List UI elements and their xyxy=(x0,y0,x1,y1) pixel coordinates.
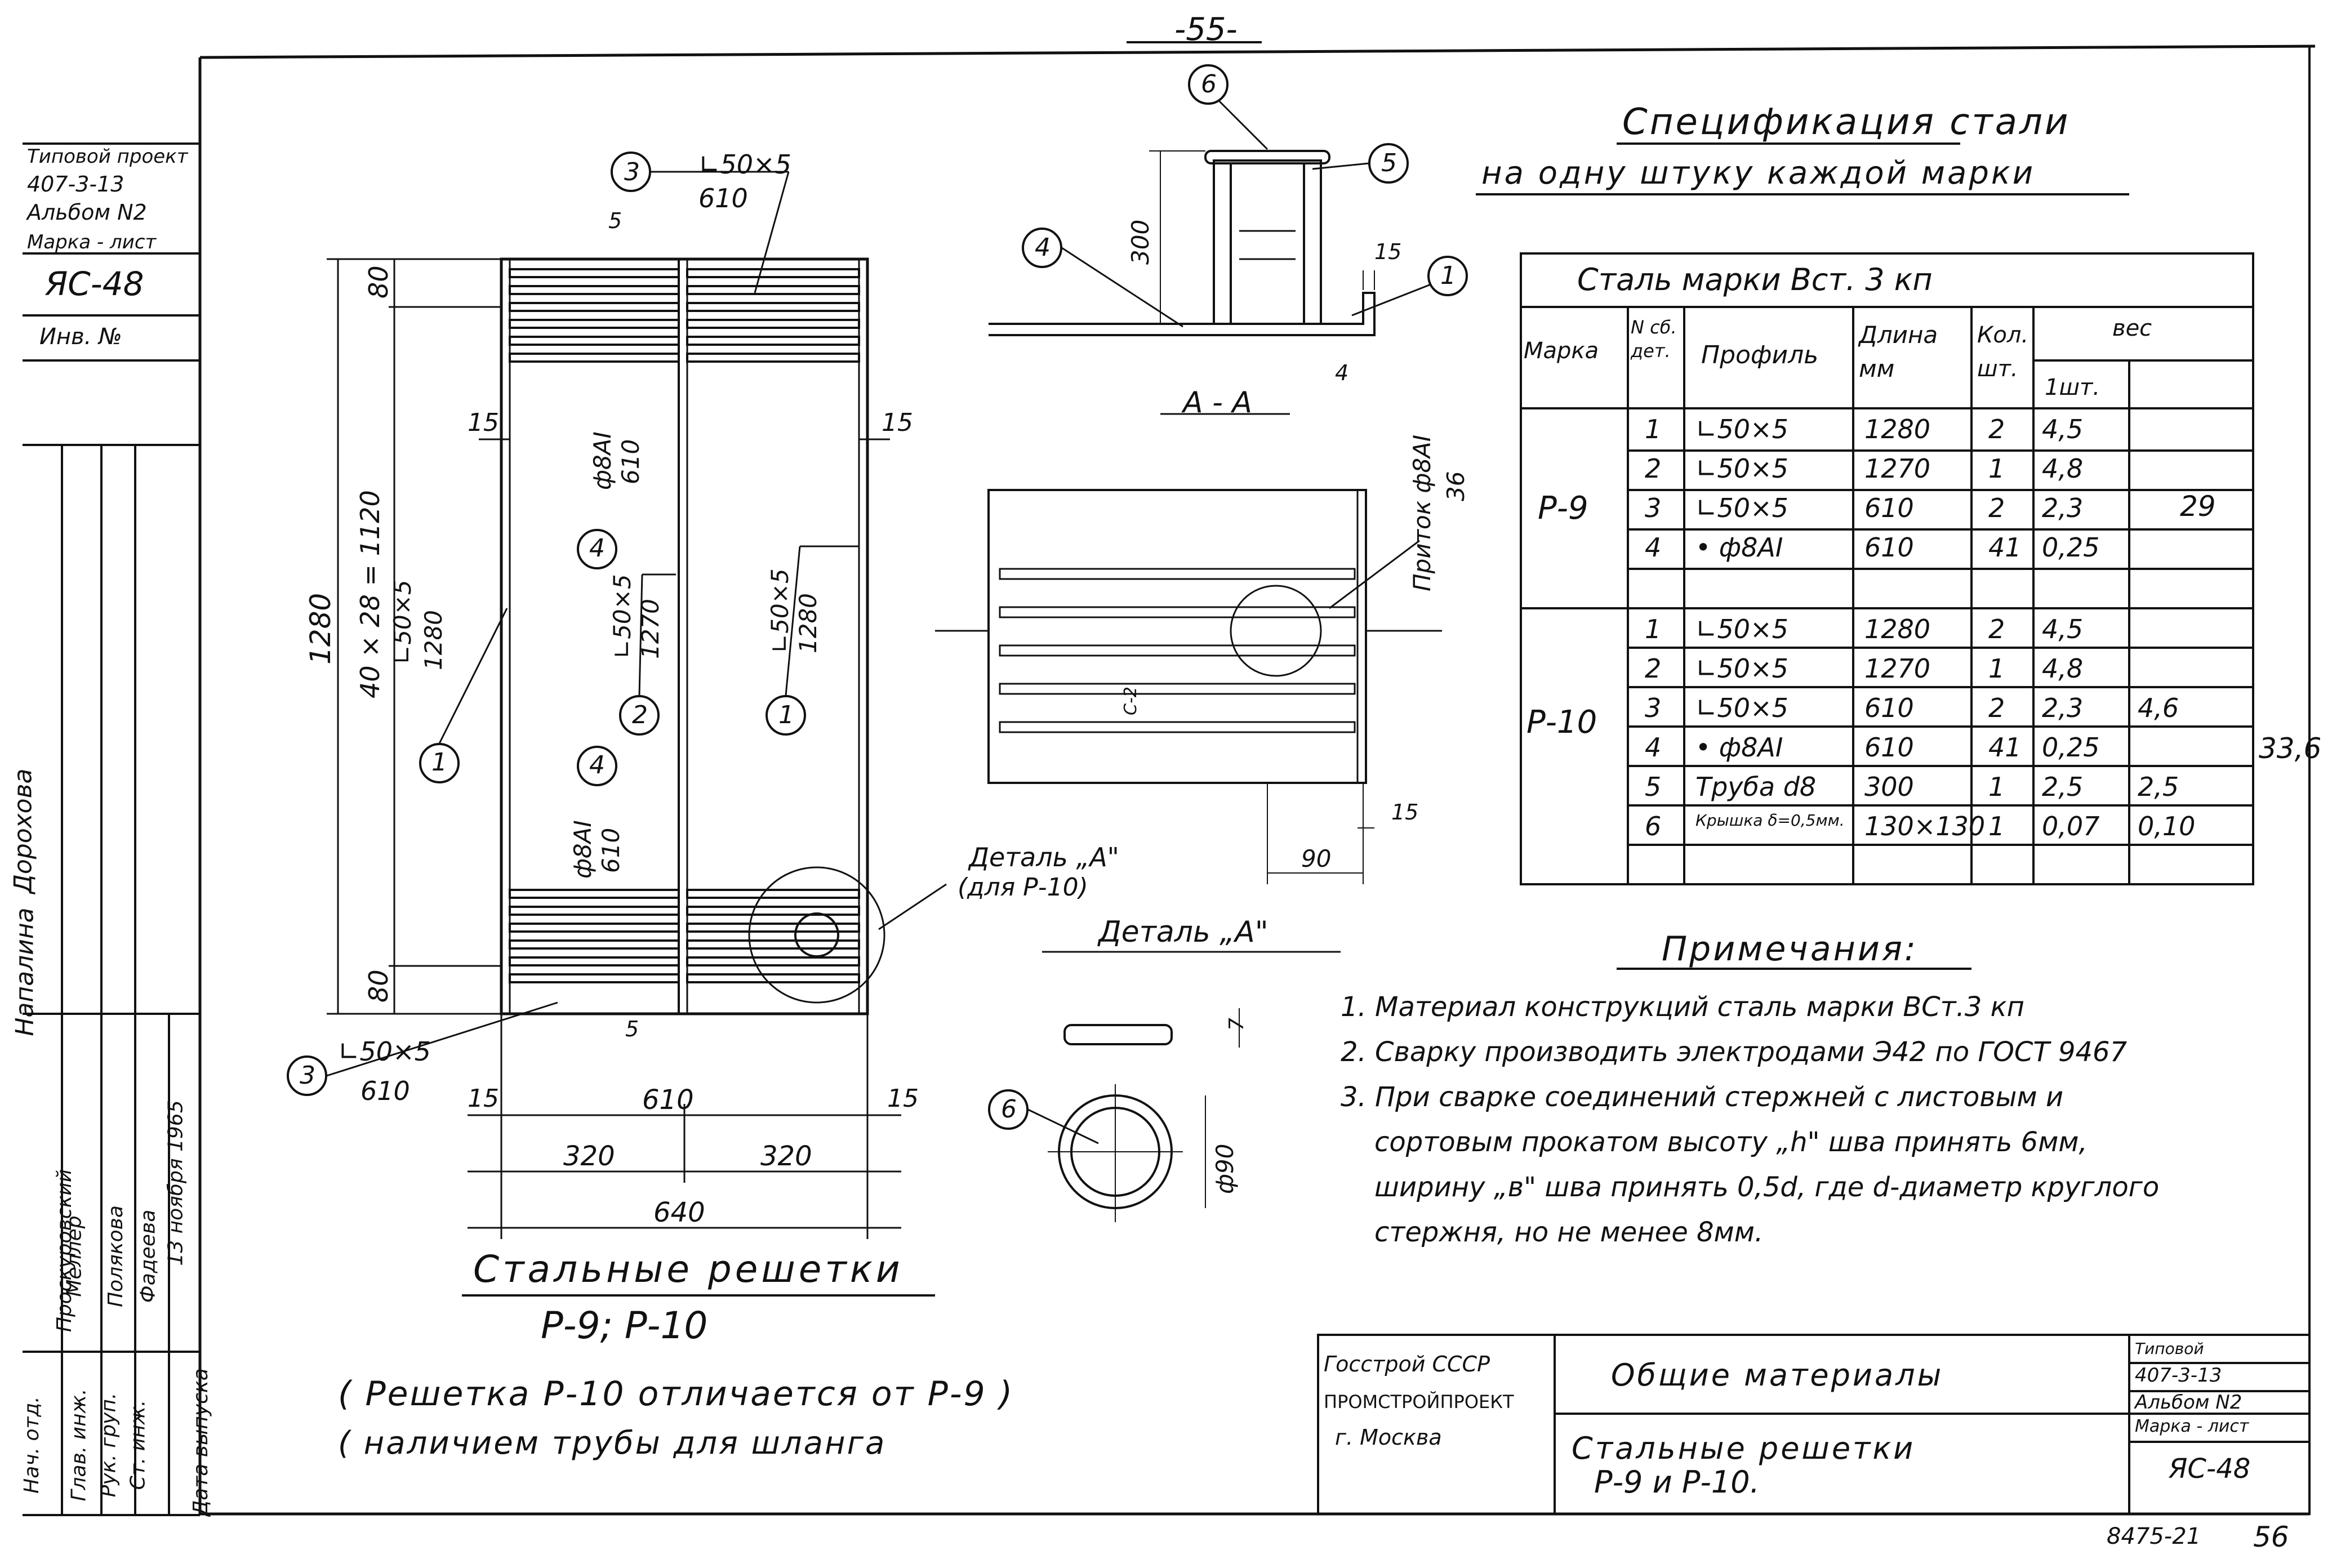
grating-bar xyxy=(509,302,680,312)
grating-bar xyxy=(509,906,680,916)
title-underlines xyxy=(462,142,2129,1297)
grating-bar xyxy=(509,889,680,899)
plan-bar xyxy=(999,644,1356,657)
grating-bar xyxy=(686,319,860,329)
grating-bar xyxy=(509,973,680,983)
grating-bar xyxy=(509,336,680,346)
plan-bar xyxy=(999,683,1356,695)
grating-bar xyxy=(686,956,860,966)
grating-bar xyxy=(686,973,860,983)
callout-leaders xyxy=(326,100,1431,1144)
grating-bar xyxy=(686,923,860,933)
plan-bar xyxy=(999,568,1356,580)
detail-a-drawing xyxy=(1042,951,1341,1222)
grating-front-view xyxy=(500,257,947,1015)
main-dimension-lines xyxy=(327,258,901,1239)
plan-bar xyxy=(999,606,1356,618)
grating-bar xyxy=(509,939,680,950)
grating-bar xyxy=(509,956,680,966)
grating-bar xyxy=(509,353,680,363)
grating-bar xyxy=(686,889,860,899)
grating-bar xyxy=(686,302,860,312)
grating-bar xyxy=(509,268,680,278)
title-block-grid xyxy=(1317,1334,2311,1515)
grating-bar xyxy=(686,906,860,916)
grating-bar xyxy=(509,285,680,295)
grating-bar xyxy=(686,939,860,950)
grating-bar xyxy=(686,336,860,346)
callout-markers xyxy=(287,64,1468,1130)
grating-bar xyxy=(509,319,680,329)
spec-table-grid xyxy=(1520,252,2254,885)
grating-bar xyxy=(686,353,860,363)
grating-bar xyxy=(686,268,860,278)
grating-bar xyxy=(686,285,860,295)
section-a-a xyxy=(989,150,1376,415)
grating-bar xyxy=(509,923,680,933)
plan-bar xyxy=(999,721,1356,733)
section-plan-view xyxy=(935,489,1442,884)
sheet-frame xyxy=(198,41,2316,1516)
left-stamp-grid xyxy=(23,142,200,1516)
